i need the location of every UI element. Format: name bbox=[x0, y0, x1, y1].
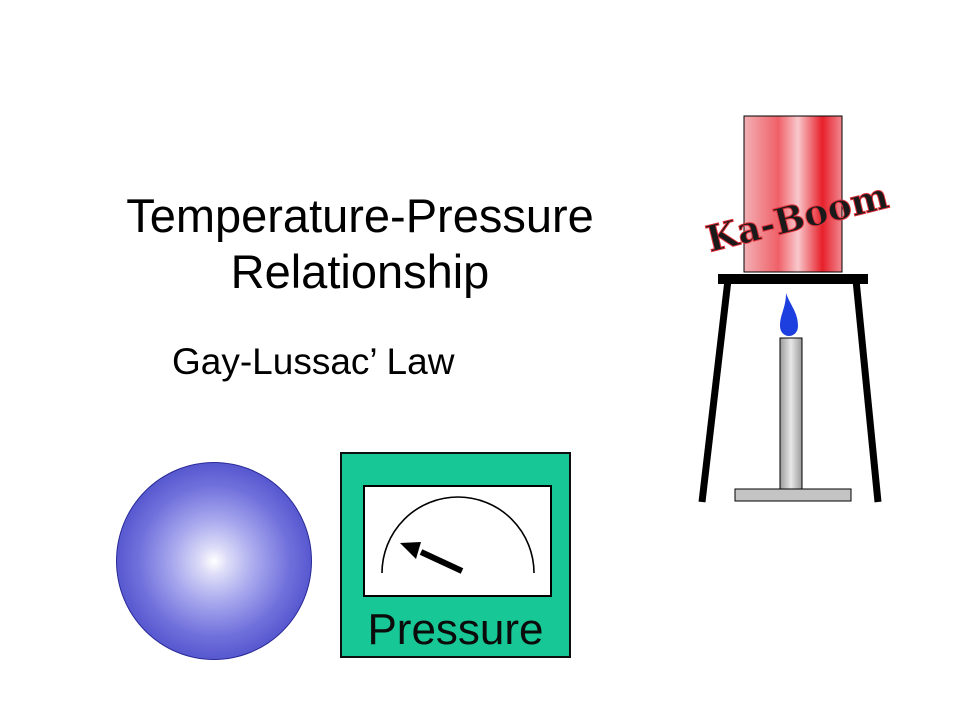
gauge-arc bbox=[381, 496, 535, 574]
stand-right-leg bbox=[852, 279, 882, 503]
burner-stand-icon: Ka-Boom bbox=[698, 115, 893, 503]
heated-canister bbox=[743, 115, 843, 273]
gauge-dial-graphic bbox=[381, 496, 535, 574]
stand-left-leg bbox=[698, 279, 732, 503]
burner-tube bbox=[779, 337, 803, 491]
stand-top bbox=[718, 274, 868, 284]
slide-title: Temperature-Pressure Relationship bbox=[40, 188, 680, 300]
pressure-gauge-icon: Pressure bbox=[340, 452, 571, 658]
slide-subtitle: Gay-Lussac’ Law bbox=[172, 341, 455, 382]
gauge-label: Pressure bbox=[367, 605, 544, 654]
burner-base bbox=[734, 488, 852, 502]
gauge-needle bbox=[419, 549, 464, 574]
title-line-1: Temperature-Pressure bbox=[126, 189, 594, 242]
sphere-icon bbox=[116, 462, 312, 660]
title-line-2: Relationship bbox=[230, 245, 490, 298]
gauge-needle-tip bbox=[400, 542, 421, 559]
flame-icon bbox=[780, 293, 798, 336]
gauge-dial bbox=[363, 485, 552, 597]
